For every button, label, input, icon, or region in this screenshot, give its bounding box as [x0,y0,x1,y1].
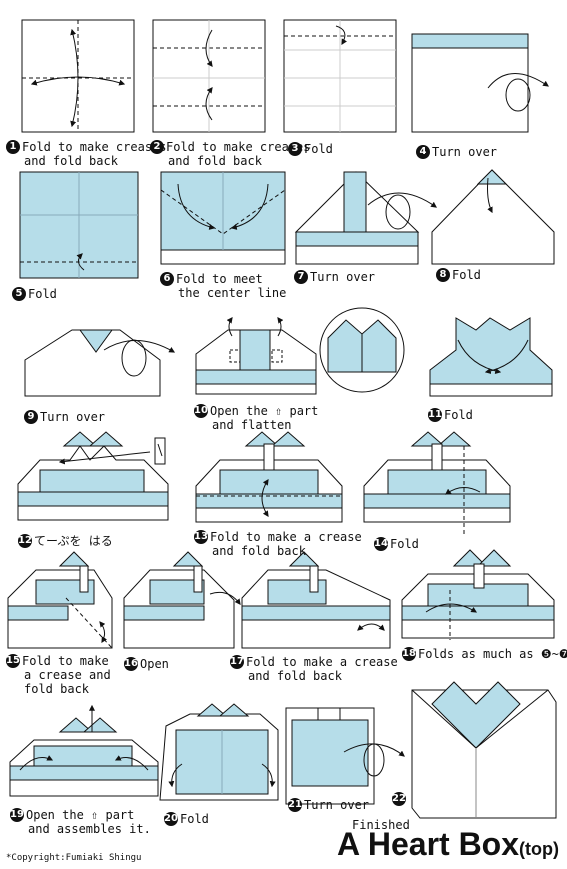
step-number-badge: 12 [18,534,32,548]
step-18-figure [401,549,555,640]
step-number-badge: 11 [428,408,442,422]
step-number-badge: 15 [6,654,20,668]
step-number-badge: 7 [294,270,308,284]
step-number-badge: 9 [24,410,38,424]
step-2-figure [152,19,266,133]
step-9-figure [24,329,176,397]
step-number-badge: 17 [230,655,244,669]
step-number-badge: 1 [6,140,20,154]
step-number-badge: 14 [374,537,388,551]
step-19-figure [9,704,159,797]
step-10-detail-circle [319,307,405,393]
step-12-figure [17,431,169,521]
step-number-badge: 18 [402,647,416,661]
step-number-badge: 8 [436,268,450,282]
step-8-figure [431,169,555,265]
step-number-badge: 19 [10,808,24,822]
step-17-figure [241,551,391,649]
step-15-figure [7,551,113,649]
step-14-figure [363,431,511,534]
step-22-caption: Finished [352,818,410,832]
step-22-figure [411,681,557,819]
step-22-badge: 22 [392,792,408,806]
step-13-figure [195,431,343,523]
step-7-figure [294,171,437,265]
page-title: A Heart Box(top) [337,826,559,862]
step-number-badge: 16 [124,657,138,671]
step-number-badge: 3 [288,142,302,156]
step-number-badge: 22 [392,792,406,806]
step-number-badge: 5 [12,287,26,301]
step-number-badge: 13 [194,530,208,544]
step-6-figure [160,171,286,265]
step-5-figure [19,171,139,279]
step-20-figure [159,703,279,801]
copyright: *Copyright:Fumiaki Shingu [6,853,142,863]
step-number-badge: 6 [160,272,174,286]
step-3-figure [283,19,397,133]
step-1-figure [21,19,135,133]
step-16-figure [123,551,241,649]
step-4-figure [411,33,549,133]
step-number-badge: 4 [416,145,430,159]
step-number-badge: 10 [194,404,208,418]
step-number-badge: 2 [150,140,164,154]
step-number-badge: 20 [164,812,178,826]
step-number-badge: 21 [288,798,302,812]
step-21-figure [285,707,405,805]
step-11-figure [429,317,553,397]
step-10-figure [195,317,317,395]
